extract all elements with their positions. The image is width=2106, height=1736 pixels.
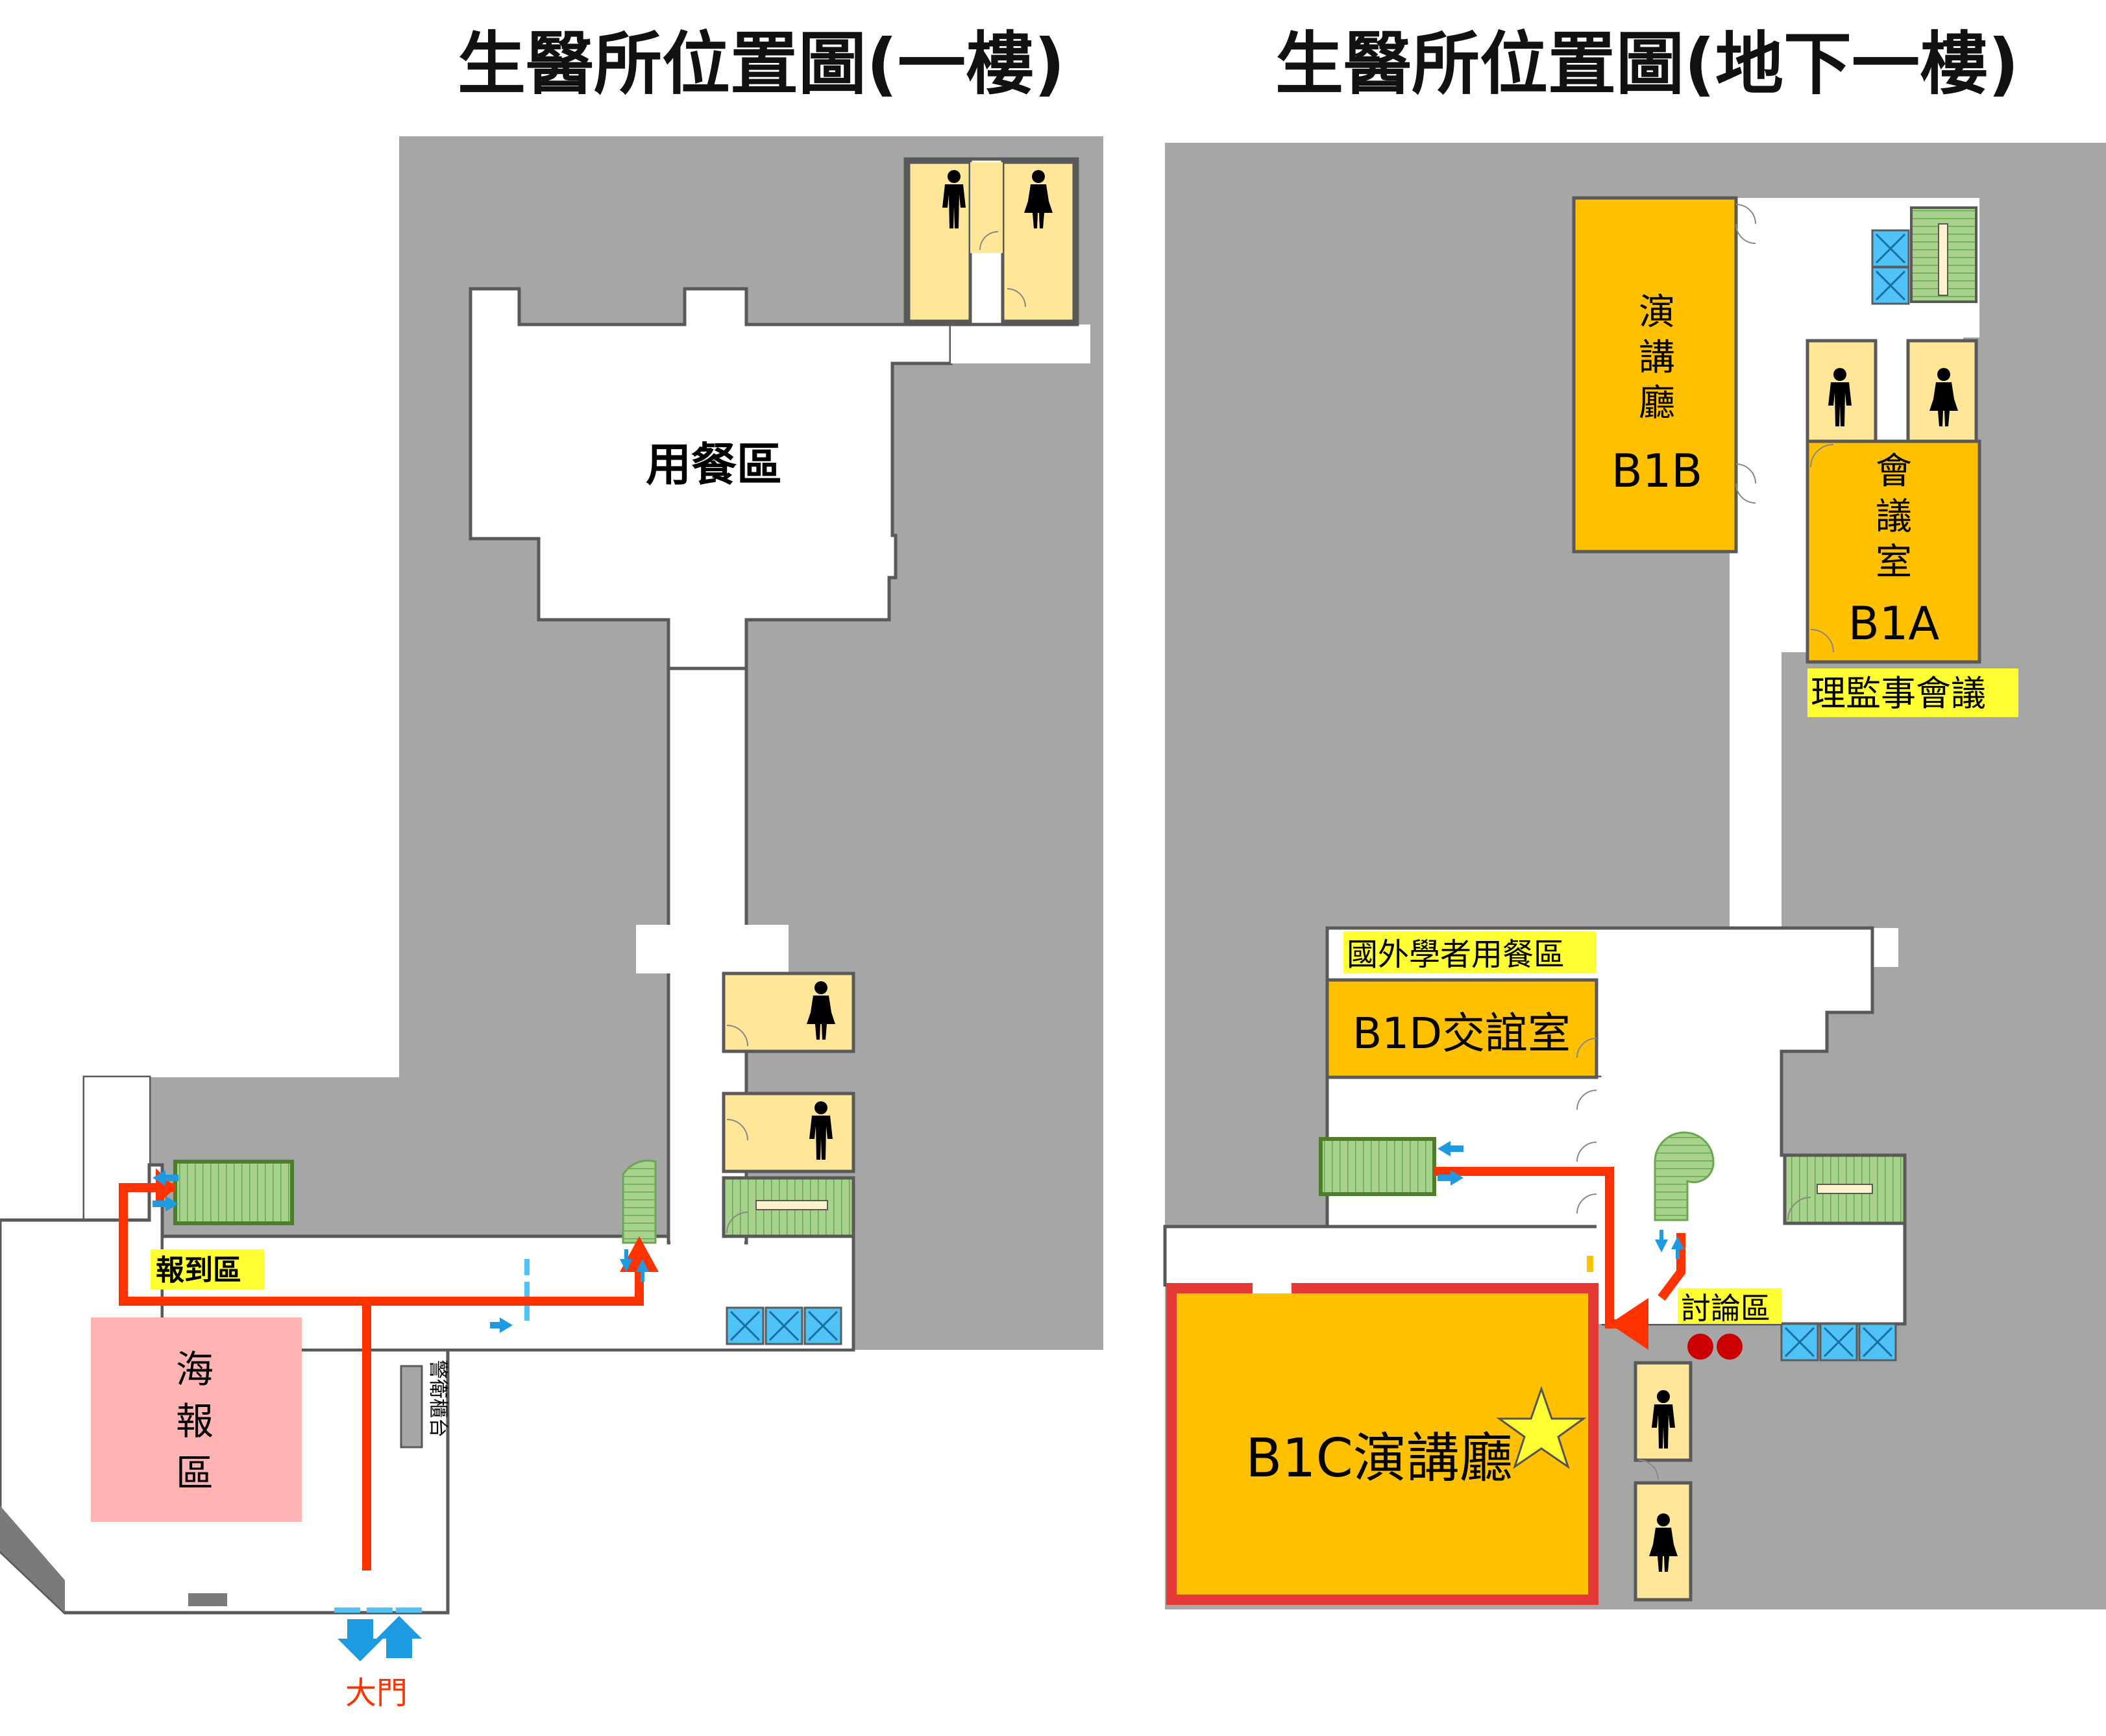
- dining-room: [469, 287, 953, 670]
- board-meeting-highlight: [1807, 668, 2018, 717]
- registration-highlight: [151, 1249, 264, 1290]
- dining-label: 用餐區: [646, 438, 782, 491]
- stairs-icon: [1654, 1131, 1715, 1221]
- arrow-icon: [362, 1269, 644, 1571]
- title-floor-1: 生醫所位置圖(一樓): [458, 25, 1065, 104]
- meeting-b1a-char-1: 會: [1876, 450, 1912, 493]
- hall-b1b-char-2: 講: [1639, 337, 1675, 379]
- hall-b1b-char-3: 廳: [1639, 382, 1675, 424]
- floor-1-map: 用餐區: [0, 136, 1103, 1711]
- hall-b1c-label: B1C演講廳: [1245, 1428, 1513, 1489]
- meeting-b1a-code: B1A: [1848, 597, 1940, 650]
- restroom-men-1f: [722, 1092, 855, 1173]
- board-meeting-label: 理監事會議: [1811, 673, 1986, 714]
- poster-label-1: 海: [176, 1347, 214, 1391]
- arrow-icon: [1438, 1141, 1684, 1259]
- gate-label: 大門: [345, 1675, 408, 1711]
- discussion-label: 討論區: [1681, 1291, 1770, 1326]
- poster-area: [91, 1317, 302, 1522]
- restroom-women-1f: [722, 972, 855, 1053]
- lounge-b1d: [1325, 978, 1598, 1079]
- scholar-dining-label: 國外學者用餐區: [1347, 936, 1565, 973]
- stairs-icon: [622, 1159, 657, 1244]
- elevator-icon: [1780, 1323, 1897, 1362]
- star-icon: [1496, 1386, 1587, 1469]
- discussion-table: [1717, 1334, 1743, 1360]
- hall-b1b-char-1: 演: [1639, 291, 1675, 334]
- poster-label-2: 報: [176, 1399, 214, 1443]
- meeting-b1a-char-3: 室: [1876, 541, 1912, 583]
- elevator-icon: [726, 1306, 842, 1345]
- hall-b1b: [1572, 196, 1738, 554]
- security-counter: [400, 1365, 423, 1449]
- elevator-icon: [1871, 229, 1910, 268]
- registration-label: 報到區: [156, 1254, 241, 1287]
- floor-b1-map: 演 講 廳 B1B 會 議 室 B1A 理監事會議 國外學者用餐區 B1D交誼: [1163, 143, 2106, 1609]
- poster-label-3: 區: [176, 1451, 214, 1495]
- discussion-table: [1687, 1334, 1713, 1360]
- lounge-label: B1D交誼室: [1353, 1009, 1571, 1058]
- elevator-icon: [1871, 266, 1910, 305]
- discussion-highlight: [1678, 1288, 1782, 1324]
- escalator-icon: [173, 1160, 294, 1225]
- security-label: 警衛櫃台: [426, 1360, 449, 1437]
- arrow-icon: [153, 1170, 649, 1661]
- meeting-room-b1a: [1806, 439, 1981, 664]
- title-floor-b1: 生醫所位置圖(地下一樓): [1275, 25, 2019, 104]
- meeting-b1a-char-2: 議: [1876, 496, 1912, 538]
- scholar-dining-highlight: [1343, 931, 1597, 973]
- escalator-icon: [1319, 1137, 1436, 1196]
- hall-b1b-code: B1B: [1611, 445, 1703, 498]
